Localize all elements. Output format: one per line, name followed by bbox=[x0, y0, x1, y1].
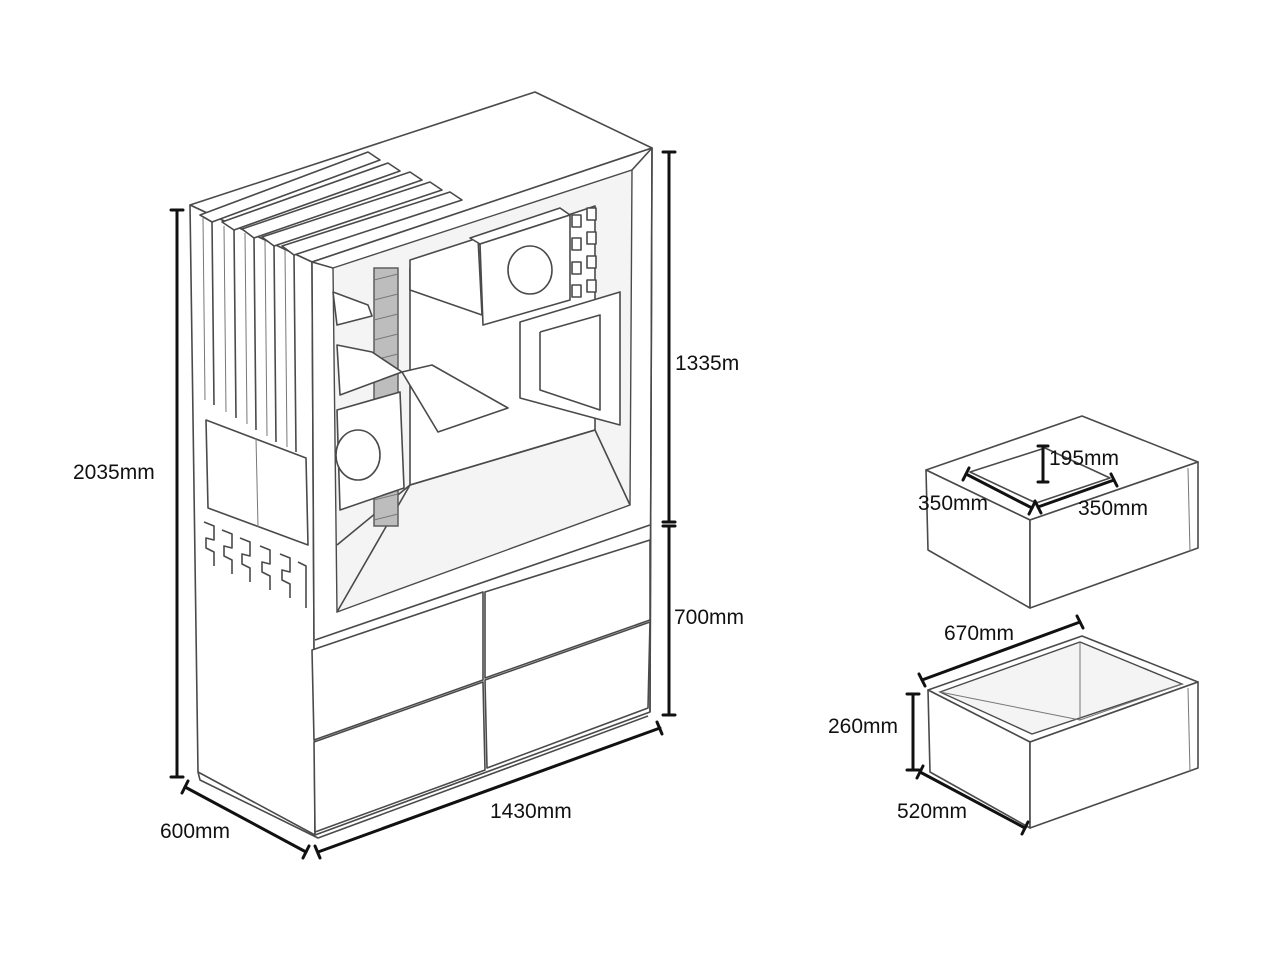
small-drawer-drawing bbox=[925, 415, 1199, 609]
small-drawer-recess bbox=[969, 447, 1111, 504]
back-peg-grid bbox=[571, 207, 597, 298]
label-lower-height: 700mm bbox=[674, 606, 744, 629]
cabinet-drawers bbox=[311, 539, 651, 833]
label-depth: 600mm bbox=[160, 820, 230, 843]
drawer-front-1 bbox=[311, 591, 484, 741]
cabinet-drawing bbox=[189, 91, 653, 839]
small-drawer-side bbox=[1029, 461, 1199, 609]
dim-line-depth bbox=[183, 785, 308, 854]
drawer-front-3 bbox=[313, 681, 486, 833]
dim-line-large-width bbox=[920, 620, 1082, 682]
cabinet-dimensions bbox=[169, 150, 677, 860]
label-large-width: 670mm bbox=[944, 622, 1014, 645]
label-width: 1430mm bbox=[490, 800, 572, 823]
dim-line-small-width bbox=[964, 472, 1034, 510]
shelf-center bbox=[401, 364, 509, 433]
side-slats bbox=[199, 151, 463, 453]
lower-cube-hole bbox=[335, 429, 381, 481]
dim-line-width bbox=[316, 726, 662, 854]
side-pegs bbox=[203, 521, 307, 608]
large-drawer-side bbox=[1029, 681, 1199, 829]
label-large-height: 260mm bbox=[828, 715, 898, 738]
large-drawer-dimensions bbox=[905, 614, 1085, 836]
label-small-height: 195mm bbox=[1049, 447, 1119, 470]
label-upper-height: 1335m bbox=[675, 352, 739, 375]
label-small-depth: 350mm bbox=[1078, 497, 1148, 520]
label-total-height: 2035mm bbox=[73, 461, 155, 484]
large-drawer-drawing bbox=[927, 635, 1199, 829]
small-drawer-dimensions bbox=[961, 444, 1119, 516]
drawer-front-4 bbox=[484, 621, 651, 769]
upper-cube-hole bbox=[507, 245, 553, 295]
dim-line-small-depth bbox=[1036, 478, 1116, 509]
drawer-front-2 bbox=[484, 539, 651, 679]
label-large-depth: 520mm bbox=[897, 800, 967, 823]
label-small-width: 350mm bbox=[918, 492, 988, 515]
shelf-upper-left bbox=[332, 291, 373, 326]
dim-line-large-depth bbox=[918, 770, 1027, 830]
